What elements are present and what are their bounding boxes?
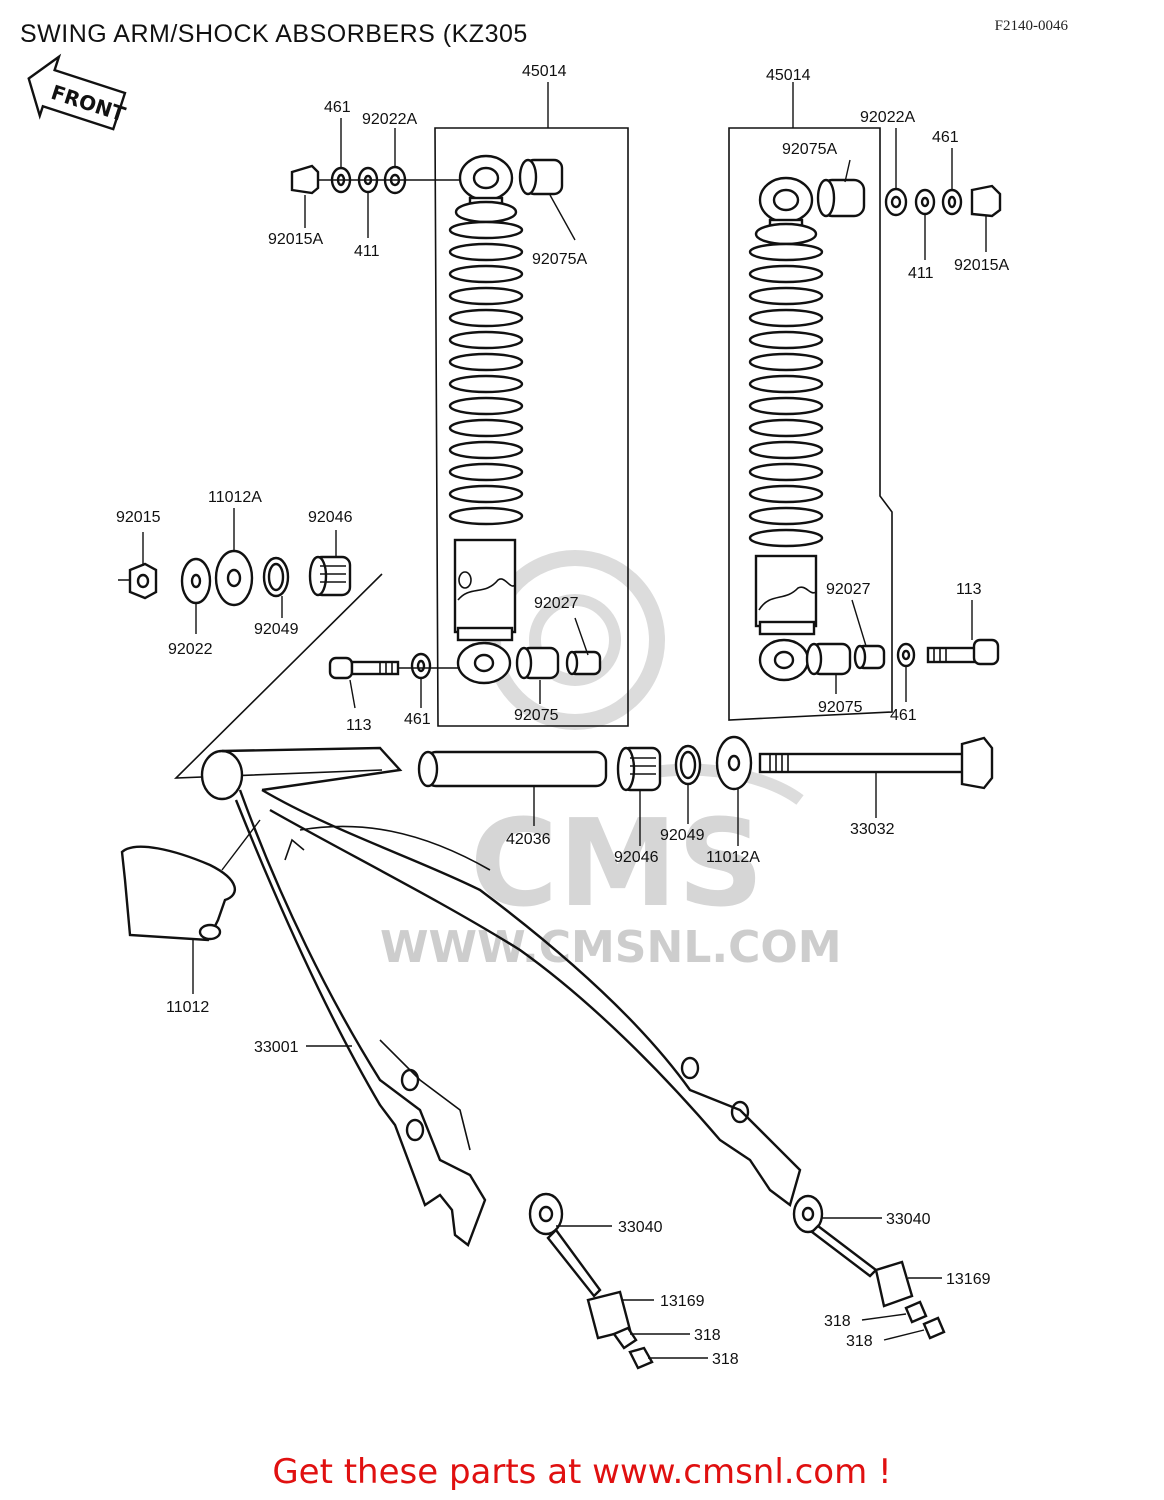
right-shock-absorber [748, 176, 824, 682]
left-pivot-hardware [118, 549, 352, 607]
right-top-hardware [816, 178, 1002, 218]
label-left-washer-411: 411 [354, 243, 380, 260]
label-left-adjuster-nut-b: 318 [712, 1351, 739, 1368]
part-labels: 45014 461 92022A 92015A 411 92075A 92027… [116, 63, 1009, 1368]
label-right-washer-top: 92022A [860, 109, 915, 126]
spring-coil [448, 352, 524, 372]
label-pivot-shaft: 33032 [850, 821, 895, 838]
spring-coil [748, 264, 824, 284]
spring-coil [448, 440, 524, 460]
label-chain-guard: 11012 [166, 999, 209, 1016]
spring-coil [748, 484, 824, 504]
label-pivot-needle-right: 92046 [614, 849, 659, 866]
shop-call-to-action[interactable]: Get these parts at www.cmsnl.com ! [272, 1452, 892, 1492]
label-right-assembly: 45014 [766, 67, 811, 84]
spring-coil [448, 396, 524, 416]
right-pivot-hardware [417, 735, 994, 792]
spring-coil [748, 330, 824, 350]
spring-coil [748, 242, 824, 262]
label-pivot-cap-right: 11012A [706, 849, 760, 866]
spring-coil [448, 462, 524, 482]
spring-coil [448, 242, 524, 262]
spring-coil [748, 374, 824, 394]
label-left-bushing-bottom: 92075 [514, 707, 559, 724]
watermark-logo: CMS [470, 795, 764, 934]
leader-lines [142, 118, 987, 1359]
label-left-nut-bottom: 461 [404, 711, 431, 728]
spring-coil [748, 286, 824, 306]
label-right-adjuster-block: 13169 [946, 1271, 991, 1288]
label-left-adjuster-nut-a: 318 [694, 1327, 721, 1344]
left-shock-absorber [448, 154, 524, 685]
spring-coil [748, 528, 824, 548]
left-chain-adjuster [528, 1192, 654, 1370]
label-left-cap-nut: 92015A [268, 231, 323, 248]
label-right-adjuster-nut-b: 318 [846, 1333, 873, 1350]
label-pivot-washer: 92022 [168, 641, 213, 658]
spring-coil [448, 286, 524, 306]
label-left-washer-top: 92022A [362, 111, 417, 128]
label-right-adjuster-nut-a: 318 [824, 1313, 851, 1330]
spring-coil [448, 220, 524, 240]
watermark-url: WWW.CMSNL.COM [380, 922, 842, 973]
label-left-bolt: 113 [346, 717, 372, 734]
label-right-nut-top: 461 [932, 129, 959, 146]
label-pivot-seal-right: 92049 [660, 827, 705, 844]
label-left-collar: 92027 [534, 595, 579, 612]
left-top-hardware [290, 158, 564, 196]
label-left-assembly: 45014 [522, 63, 567, 80]
label-right-bushing-bottom: 92075 [818, 699, 863, 716]
front-arrow-badge: FRONT [27, 53, 129, 131]
label-pivot-sleeve: 42036 [506, 831, 551, 848]
spring-coil [448, 418, 524, 438]
spring-coil [748, 308, 824, 328]
spring-coil [448, 484, 524, 504]
right-shock-group-outline [728, 127, 893, 721]
chain-guard [120, 819, 261, 942]
label-swing-arm: 33001 [254, 1039, 299, 1056]
label-pivot-needle-left: 92046 [308, 509, 353, 526]
label-right-nut-bottom: 461 [890, 707, 917, 724]
label-left-adjuster-block: 13169 [660, 1293, 705, 1310]
spring-coil [748, 352, 824, 372]
parts-diagram: CMS WWW.CMSNL.COM FRONT [27, 53, 1009, 1370]
left-shock-group-outline [434, 127, 629, 727]
spring-coil [748, 396, 824, 416]
label-pivot-cap-left: 11012A [208, 489, 262, 506]
pivot-axis-line [173, 573, 383, 779]
spring-coil [448, 374, 524, 394]
label-pivot-nut: 92015 [116, 509, 161, 526]
left-bottom-hardware [328, 646, 602, 680]
diagram-title: SWING ARM/SHOCK ABSORBERS (KZ305 [20, 20, 528, 48]
label-left-adjuster-bolt: 33040 [618, 1219, 663, 1236]
spring-coil [748, 462, 824, 482]
figure-code: F2140-0046 [994, 18, 1068, 34]
spring-coil [448, 330, 524, 350]
label-pivot-seal-left: 92049 [254, 621, 299, 638]
cms-watermark: CMS WWW.CMSNL.COM [380, 550, 842, 973]
label-left-bushing-top: 92075A [532, 251, 587, 268]
label-right-bushing-top: 92075A [782, 141, 837, 158]
spring-coil [448, 506, 524, 526]
label-right-washer-411: 411 [908, 265, 934, 282]
label-right-bolt: 113 [956, 581, 982, 598]
spring-coil [448, 264, 524, 284]
spring-coil [748, 506, 824, 526]
right-bottom-hardware [805, 638, 1000, 676]
spring-coil [448, 308, 524, 328]
right-chain-adjuster [792, 1194, 946, 1340]
label-right-cap-nut: 92015A [954, 257, 1009, 274]
swing-arm [200, 746, 802, 1247]
spring-coil [748, 418, 824, 438]
label-right-collar: 92027 [826, 581, 871, 598]
label-right-adjuster-bolt: 33040 [886, 1211, 931, 1228]
spring-coil [748, 440, 824, 460]
label-left-nut-top: 461 [324, 99, 351, 116]
